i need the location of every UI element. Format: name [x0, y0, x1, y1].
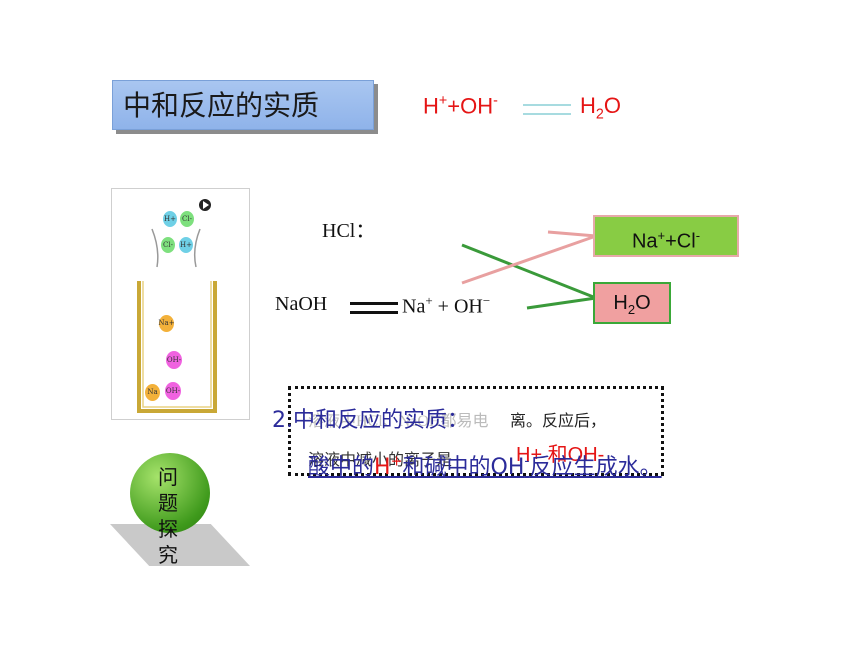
- explanation-line2-ions: H+ 和OH-: [516, 444, 605, 466]
- nacl-ions-box: Na++Cl-: [593, 215, 739, 257]
- water-box: H2O: [593, 282, 671, 324]
- equation-equals-sign: [523, 104, 571, 115]
- ion-cl-top-right: Cl-: [180, 211, 194, 227]
- green-arrow-line-2: [526, 296, 597, 310]
- question-ball: [130, 453, 210, 533]
- explanation-line1-faded: 溶液中HCl、NaOH都易电: [308, 413, 489, 430]
- essence-heading: 2.中和反应的实质：: [272, 408, 469, 433]
- explanation-line2: 溶液中减小的离子是: [308, 452, 453, 469]
- ion-oh-lower: OH-: [165, 382, 181, 400]
- ion-na-lower: Na: [145, 384, 160, 401]
- naoh-ions: Na+ + OH−: [402, 293, 491, 318]
- pink-arrow-line: [461, 234, 597, 285]
- hcl-label: HCl：: [322, 220, 376, 242]
- ion-h-top-left: H+: [163, 211, 177, 227]
- ion-cl-bottom-left: Cl-: [161, 237, 175, 253]
- equation-product: H2O: [580, 93, 621, 123]
- naoh-equals-sign: [350, 302, 398, 314]
- naoh-formula: NaOH: [275, 293, 328, 315]
- slide-title: 中和反应的实质: [112, 80, 374, 130]
- pink-arrow-line-2: [547, 230, 597, 238]
- beaker-illustration: H+ Cl- Cl- H+ Na+ OH- Na OH-: [111, 188, 250, 420]
- ion-na-upper: Na+: [158, 315, 175, 332]
- explanation-box: [288, 386, 664, 476]
- beaker-drawing: [137, 199, 217, 413]
- question-label: 问题探究: [158, 465, 178, 567]
- essence-statement: 酸中的H+和碱中的OH-反应生成水。: [308, 453, 662, 480]
- equation-reactants: H++OH-: [423, 93, 498, 119]
- green-arrow-line: [461, 243, 597, 300]
- ion-oh-upper: OH-: [166, 351, 182, 369]
- ion-h-bottom-right: H+: [179, 237, 193, 253]
- explanation-line1-tail: 离。反应后，: [510, 413, 607, 430]
